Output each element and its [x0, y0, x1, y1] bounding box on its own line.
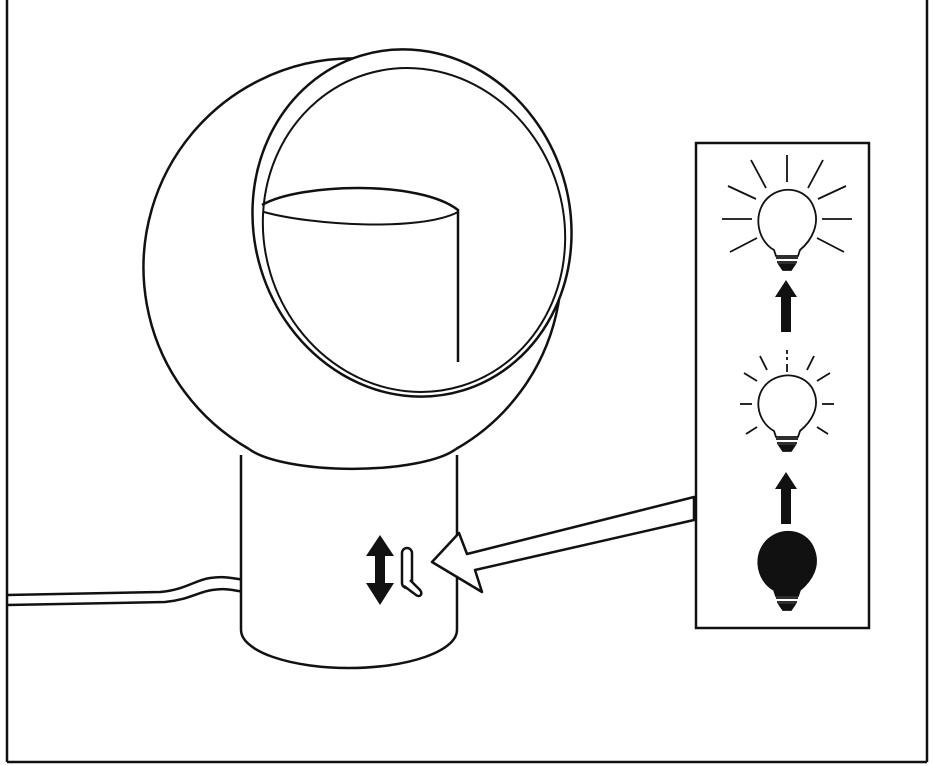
brightness-panel: [694, 141, 871, 630]
power-cord: [6, 575, 245, 607]
lamp-base: [239, 455, 459, 670]
bulb-off-icon: [757, 530, 817, 611]
shade-opening-inner: [261, 67, 567, 393]
outer-frame: [5, 0, 929, 764]
dimmer-switch-icon: [400, 546, 423, 598]
lamp-neck: [248, 448, 457, 471]
lamp-icon: [142, 48, 573, 471]
bulb-bright-icon: [722, 155, 852, 271]
up-arrow-icon: [775, 280, 797, 332]
pointer-arrow-icon: [430, 495, 696, 594]
up-arrow-icon-lower: [775, 472, 797, 524]
bulb-dim-icon: [740, 350, 834, 452]
inner-diffuser: [261, 186, 460, 362]
double-arrow-icon: [366, 535, 394, 605]
